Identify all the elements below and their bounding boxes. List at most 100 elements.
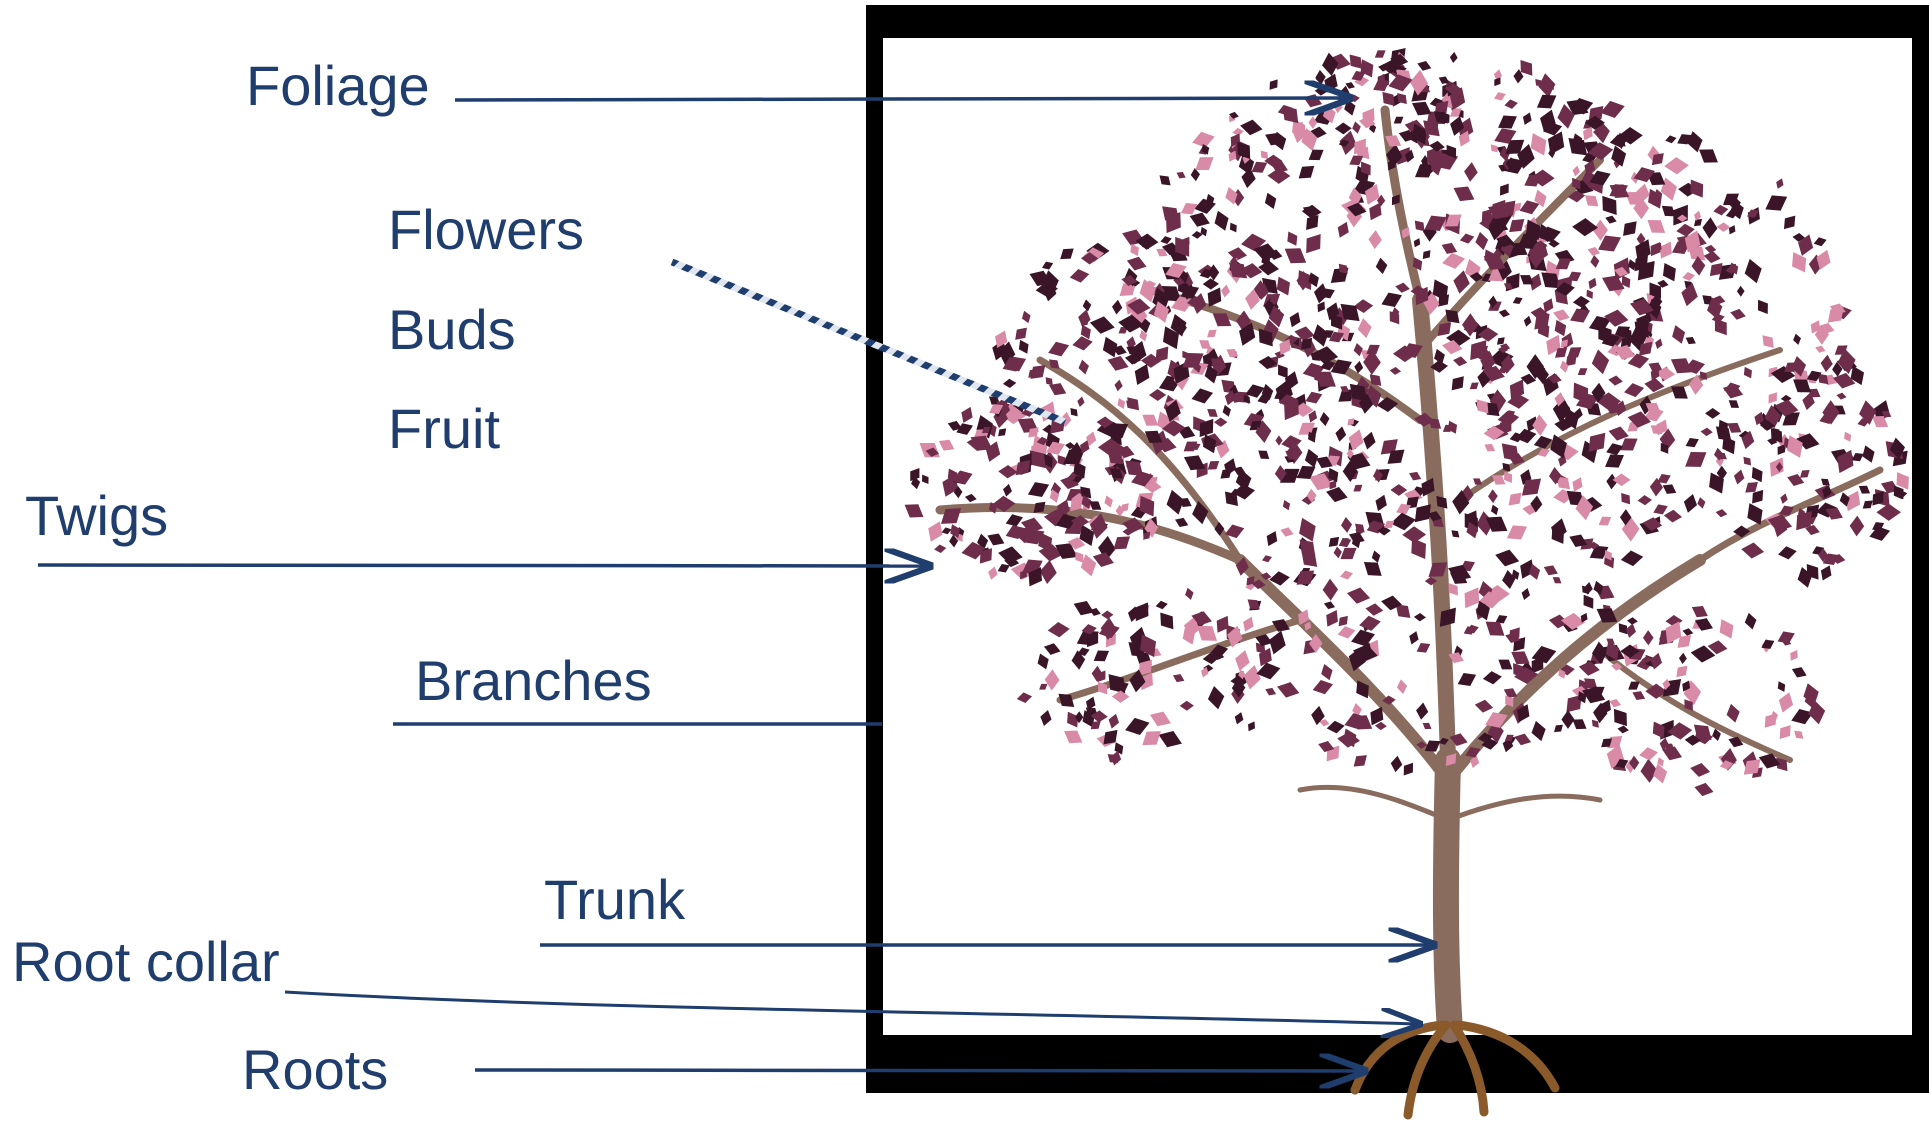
leaf xyxy=(1227,221,1240,235)
leaf xyxy=(1221,404,1233,419)
leaf xyxy=(1567,304,1594,328)
leaf xyxy=(1082,299,1092,312)
leaf xyxy=(1375,257,1389,275)
leaf xyxy=(1786,248,1812,276)
leaf xyxy=(1775,690,1796,715)
leaf xyxy=(1596,513,1614,530)
leaf xyxy=(1715,616,1739,643)
leaf xyxy=(1315,69,1327,85)
leaf xyxy=(1467,379,1481,392)
leaf xyxy=(1334,425,1347,442)
leaf xyxy=(1042,641,1062,657)
leaf xyxy=(1045,338,1071,360)
leaf xyxy=(1396,679,1409,695)
leaf xyxy=(1792,333,1802,346)
leaf xyxy=(936,436,957,455)
leaf xyxy=(1407,629,1421,646)
leaf xyxy=(1322,578,1338,601)
leaf xyxy=(1305,145,1327,166)
leaf xyxy=(1138,329,1149,343)
leaf xyxy=(1474,231,1490,252)
leaf xyxy=(1620,549,1645,568)
leaf xyxy=(1071,335,1094,352)
leaf xyxy=(1057,244,1078,264)
leaf xyxy=(1333,546,1343,559)
leaf xyxy=(1579,591,1598,612)
leaf xyxy=(1214,417,1228,427)
label-foliage: Foliage xyxy=(246,58,430,114)
leaf xyxy=(1812,235,1828,248)
leaf xyxy=(1608,375,1624,387)
leaf xyxy=(1737,286,1745,297)
leaf xyxy=(1488,489,1498,503)
leaf xyxy=(1415,702,1429,721)
leaf xyxy=(1682,627,1695,637)
leaf xyxy=(1076,308,1093,329)
leaf xyxy=(1630,688,1647,703)
leader-line-root-collar xyxy=(285,992,1420,1024)
leaf xyxy=(1724,702,1741,724)
leaf xyxy=(1551,307,1571,324)
leaf xyxy=(1572,295,1590,308)
leaf xyxy=(1463,162,1478,183)
leaf xyxy=(1035,651,1052,671)
leaf xyxy=(1790,664,1809,681)
leaf xyxy=(1314,86,1327,96)
leaf xyxy=(1689,602,1711,622)
leaf xyxy=(1239,118,1264,137)
leaf xyxy=(1105,352,1131,374)
leaf xyxy=(1439,239,1459,257)
leaf xyxy=(1504,488,1526,510)
leaf xyxy=(1060,725,1086,749)
leaf xyxy=(1841,430,1853,444)
leaf xyxy=(1493,546,1521,569)
leaf xyxy=(1779,212,1800,233)
leaf xyxy=(1777,545,1798,561)
leaf xyxy=(1345,585,1372,606)
leaf xyxy=(1180,701,1194,711)
leaf xyxy=(1726,223,1737,236)
leaf xyxy=(1831,446,1859,477)
leaf xyxy=(1279,525,1295,539)
leaf xyxy=(1189,385,1215,406)
leaf xyxy=(1617,490,1634,508)
leaf xyxy=(1696,496,1707,509)
leaf xyxy=(1038,709,1053,728)
leaf xyxy=(1520,587,1532,601)
leaf xyxy=(1024,477,1052,502)
leaf xyxy=(995,426,1009,440)
leaf xyxy=(1206,685,1227,711)
leaf xyxy=(1680,445,1711,474)
leaf xyxy=(1663,509,1682,523)
leaf xyxy=(1775,679,1788,694)
leaf xyxy=(1820,354,1834,372)
leaf xyxy=(1441,251,1467,272)
label-branches: Branches xyxy=(415,653,652,709)
leaf xyxy=(1482,670,1503,686)
leaf xyxy=(1283,229,1301,249)
leaf xyxy=(1551,574,1564,586)
leaf xyxy=(1399,759,1417,778)
leaf xyxy=(934,544,947,554)
leaf xyxy=(1541,562,1560,578)
leaf xyxy=(1281,498,1293,511)
leaf xyxy=(1155,727,1185,752)
leaf xyxy=(1489,503,1500,516)
leaf xyxy=(1775,721,1796,743)
leader-line-twigs xyxy=(38,565,930,566)
leaf xyxy=(1660,481,1679,498)
leaf xyxy=(1370,549,1382,564)
leaf xyxy=(1761,189,1792,217)
leaf xyxy=(1280,241,1311,270)
leaf xyxy=(1726,397,1742,412)
leaf xyxy=(1462,313,1479,337)
leaf xyxy=(1394,281,1410,294)
leaf xyxy=(1817,563,1835,583)
leaf xyxy=(1319,411,1331,426)
leaf xyxy=(1450,181,1479,207)
leaf xyxy=(1147,707,1174,730)
label-root-collar: Root collar xyxy=(12,934,280,990)
label-flowers: Flowers xyxy=(388,202,584,258)
leaf xyxy=(1681,271,1695,282)
